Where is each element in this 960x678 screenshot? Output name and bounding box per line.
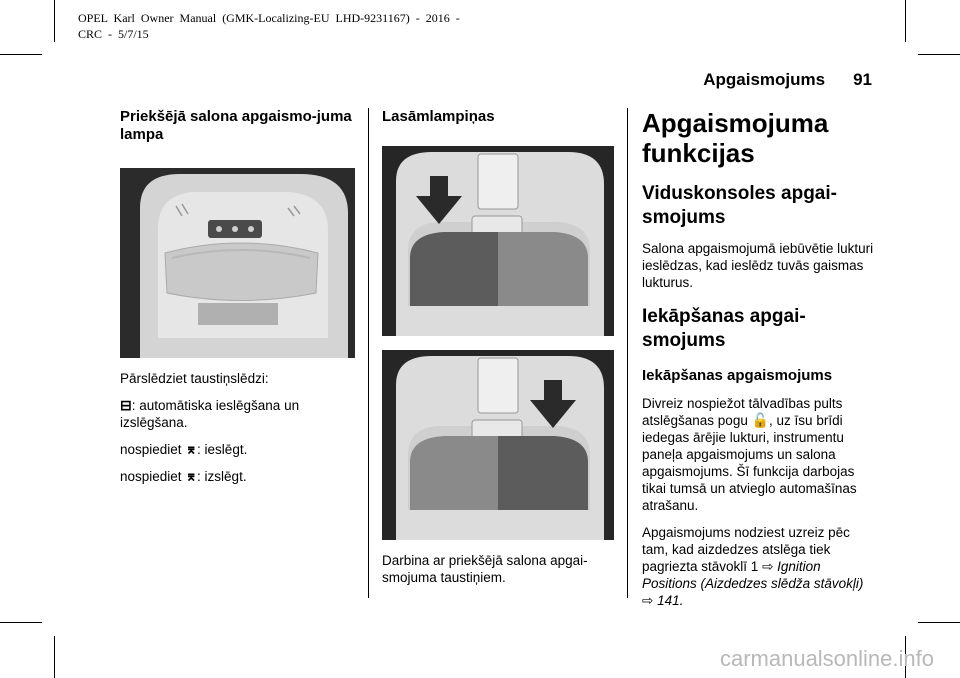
paragraph-text: , uz īsu brīdi iedegas ārējie lukturi, i… — [642, 413, 857, 513]
page-reference-link[interactable]: 141 — [657, 593, 680, 608]
paragraph: Divreiz nospiežot tālvadības pults atslē… — [642, 395, 877, 514]
reference-arrow-icon: ⇨ — [762, 559, 774, 574]
instruction-off: nospiediet ⌆: izslēgt. — [120, 468, 355, 485]
running-head: Apgaismojums 91 — [703, 70, 872, 90]
lamp-on-icon: ⌆ — [185, 441, 198, 457]
reference-arrow-icon: ⇨ — [642, 593, 654, 608]
crop-mark — [918, 622, 960, 623]
section-title: Apgaismojums — [703, 70, 826, 89]
crop-mark — [918, 54, 960, 55]
document-meta: OPEL Karl Owner Manual (GMK-Localizing-E… — [78, 10, 460, 42]
lamp-off-icon: ⌆ — [185, 468, 198, 484]
meta-line-2: CRC - 5/7/15 — [78, 27, 149, 41]
crop-mark — [0, 622, 42, 623]
column-3: Apgaismojuma funkcijas Viduskonsoles apg… — [642, 108, 877, 609]
paragraph: Salona apgaismojumā iebūvētie lukturi ie… — [642, 241, 874, 290]
crop-mark — [905, 0, 906, 42]
section-heading: Priekšējā salona apgaismo-juma lampa — [120, 108, 352, 143]
instruction-off-text: : izslēgt. — [197, 469, 247, 484]
watermark: carmanualsonline.info — [719, 646, 934, 671]
instruction-on-prefix: nospiediet — [120, 442, 186, 457]
unlock-icon: 🔓 — [751, 412, 770, 428]
column-1: Priekšējā salona apgaismo-juma lampa Pār… — [120, 108, 355, 485]
crop-mark — [54, 0, 55, 42]
paragraph: Apgaismojums nodziest uzreiz pēc tam, ka… — [642, 524, 877, 609]
instruction-auto: ⊟: automātiska ieslēgšana un izslēgšana. — [120, 397, 355, 431]
subsection-heading: Viduskonsoles apgai-smojums — [642, 183, 837, 228]
reading-lamp-photo-right — [382, 350, 614, 540]
dome-lamp-photo — [120, 168, 355, 358]
dome-lamp-illustration — [120, 168, 355, 358]
sentence-end: . — [679, 593, 684, 608]
reading-lamp-left-illustration — [382, 146, 614, 336]
figure-caption: Darbina ar priekšējā salona apgai-smojum… — [382, 553, 588, 585]
chapter-title: Apgaismojuma funkcijas — [642, 108, 829, 168]
cross-reference-link[interactable]: Ignition Positions (Aizdedzes slēdža stā… — [642, 559, 864, 591]
page-number: 91 — [853, 70, 872, 89]
reading-lamp-photo-left — [382, 146, 614, 336]
reading-lamp-right-illustration — [382, 350, 614, 540]
instruction-on: nospiediet ⌆: ieslēgt. — [120, 441, 355, 458]
paragraph-text: Divreiz nospiežot tālvadības pults atslē… — [642, 396, 843, 428]
instruction-off-prefix: nospiediet — [120, 469, 186, 484]
paragraph-text: Apgaismojums nodziest uzreiz pēc tam, ka… — [642, 525, 850, 574]
instruction-on-text: : ieslēgt. — [197, 442, 248, 457]
crop-mark — [905, 636, 906, 678]
column-divider — [627, 108, 628, 598]
column-divider — [368, 108, 369, 598]
minor-heading: Iekāpšanas apgaismojums — [642, 367, 833, 384]
section-heading: Lasāmlampiņas — [382, 108, 495, 125]
instruction-auto-text: : automātiska ieslēgšana un izslēgšana. — [120, 398, 300, 430]
crop-mark — [0, 54, 42, 55]
column-2: Lasāmlampiņas Darbina ar priekšējā salon… — [382, 108, 614, 586]
crop-mark — [54, 636, 55, 678]
instruction-intro: Pārslēdziet taustiņslēdzi: — [120, 371, 269, 386]
subsection-heading: Iekāpšanas apgai-smojums — [642, 306, 806, 351]
meta-line-1: OPEL Karl Owner Manual (GMK-Localizing-E… — [78, 11, 460, 25]
door-icon: ⊟ — [120, 397, 132, 413]
